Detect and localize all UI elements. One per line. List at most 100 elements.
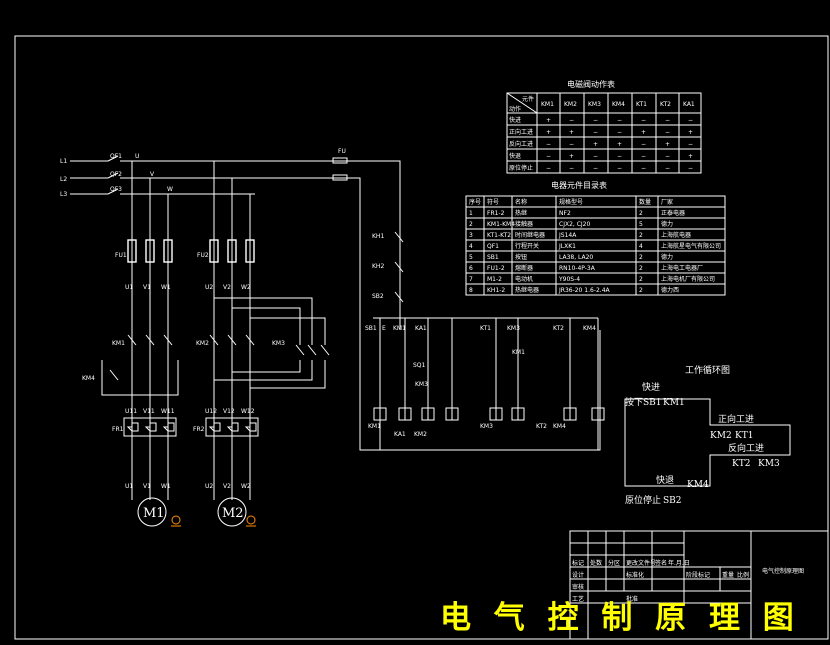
parts-cell-6-1: M1-2	[487, 276, 502, 283]
fuse-fu1-label: FU1	[115, 252, 127, 259]
parts-cell-3-3: JLXK1	[558, 243, 576, 250]
parts-cell-1-4: 5	[639, 221, 643, 228]
fuse-fu-label: FU	[338, 148, 346, 155]
m2-term-w: W2	[241, 284, 251, 291]
action-row-label-4: 原位停止	[509, 164, 533, 172]
line-label-l1: L1	[60, 158, 67, 165]
parts-cell-4-0: 5	[469, 254, 473, 261]
parts-cell-5-4: 2	[639, 265, 643, 272]
parts-cell-0-3: NF2	[559, 210, 571, 217]
ctrl-kh1: KH1	[372, 233, 384, 240]
parts-table-title: 电器元件目录表	[551, 180, 607, 190]
coil-km4: KM4	[553, 423, 566, 430]
tb-cell-13: 比例	[737, 571, 749, 579]
fuse-fu2-label: FU2	[197, 252, 209, 259]
m2-term-w12: W12	[241, 408, 255, 415]
action-cell-4-6: −	[688, 165, 693, 172]
parts-cell-2-1: KT1-KT2	[487, 232, 511, 239]
parts-cell-2-2: 时间继电器	[515, 231, 545, 239]
cycle-home-stop: 原位停止	[625, 494, 661, 506]
tb-cell-6: 设计	[572, 571, 584, 579]
cycle-fwd-work: 正向工进	[718, 413, 754, 425]
action-cell-1-4: +	[641, 129, 646, 136]
ctrl-km1-b: KM1	[512, 349, 525, 356]
m1-term-v: V1	[143, 284, 151, 291]
phase-w: W	[167, 186, 173, 193]
action-cell-1-1: +	[569, 129, 574, 136]
parts-cell-1-1: KM1-KM4	[487, 221, 515, 228]
parts-cell-7-1: KH1-2	[487, 287, 505, 294]
km2-power-label: KM2	[196, 340, 209, 347]
parts-cell-3-1: QF1	[487, 243, 499, 250]
parts-cell-5-5: 上海电工电器厂	[661, 264, 703, 272]
coil-kt2: KT2	[536, 423, 547, 430]
parts-cell-7-3: JR36-20 1.6-2.4A	[558, 287, 611, 294]
action-cell-3-0: −	[546, 153, 551, 160]
ctrl-km1: KM1	[393, 325, 406, 332]
action-cell-2-1: −	[569, 141, 574, 148]
action-cell-0-4: −	[641, 117, 646, 124]
parts-header-4: 数量	[639, 198, 651, 206]
action-cell-1-3: −	[617, 129, 622, 136]
m1-term-w-b: W1	[161, 483, 171, 490]
parts-header-3: 规格型号	[559, 198, 583, 206]
action-cell-3-6: +	[688, 153, 693, 160]
parts-cell-6-3: Y90S-4	[558, 276, 580, 283]
parts-cell-0-5: 正泰电器	[661, 209, 685, 217]
action-corner-top: 元件	[522, 95, 534, 103]
parts-cell-4-2: 按钮	[515, 253, 527, 261]
ctrl-e: E	[382, 325, 386, 332]
action-cell-4-5: −	[665, 165, 670, 172]
parts-cell-3-5: 上海航星电气有限公司	[661, 242, 721, 250]
parts-cell-4-4: 2	[639, 254, 643, 261]
tb-cell-5: 年.月.日	[668, 559, 690, 567]
action-cell-3-4: −	[641, 153, 646, 160]
action-cell-3-5: −	[665, 153, 670, 160]
action-cell-1-5: −	[665, 129, 670, 136]
action-cell-3-2: −	[593, 153, 598, 160]
coil-km2: KM2	[414, 431, 427, 438]
coil-km1: KM1	[368, 423, 381, 430]
parts-cell-0-0: 1	[469, 210, 473, 217]
cycle-km1: KM1	[663, 398, 685, 408]
parts-cell-3-2: 行程开关	[515, 242, 539, 250]
ctrl-kt1: KT1	[480, 325, 491, 332]
cycle-title: 工作循环图	[685, 364, 730, 376]
motor-m1	[137, 497, 167, 527]
motor-m2	[217, 497, 247, 527]
title-banner: 电 气 控 制 原 理 图	[440, 600, 800, 636]
action-cell-2-2: +	[593, 141, 598, 148]
tb-cell-4: 签名	[655, 559, 667, 567]
coil-km3: KM3	[480, 423, 493, 430]
ctrl-sb2: SB2	[372, 293, 384, 300]
tb-cell-3: 更改文件号	[626, 559, 656, 567]
parts-cell-7-4: 2	[639, 287, 643, 294]
parts-cell-3-0: 4	[469, 243, 473, 250]
parts-cell-2-0: 3	[469, 232, 473, 239]
action-cell-4-1: −	[569, 165, 574, 172]
m2-term-u12: U12	[205, 408, 217, 415]
m2-term-v12: V12	[223, 408, 235, 415]
relay-fr1: FR1	[112, 426, 124, 433]
phase-v: V	[150, 171, 155, 178]
power-circuit: L1 L2 L3 QF1 QF2 QF3 U V W FU FU	[60, 148, 360, 527]
cycle-fast-back: 快退	[656, 474, 674, 486]
line-label-l3: L3	[60, 191, 67, 198]
action-corner-bottom: 动作	[509, 105, 521, 113]
m2-term-u: U2	[205, 284, 213, 291]
tb-cell-0: 标记	[572, 559, 584, 567]
m1-term-u11: U11	[125, 408, 137, 415]
action-row-label-0: 快进	[509, 116, 521, 124]
parts-cell-0-2: 热继	[515, 209, 527, 217]
parts-cell-7-2: 热继电器	[515, 286, 539, 294]
tb-cell-9: 工艺	[572, 595, 584, 603]
action-header-3: KM4	[612, 101, 625, 108]
title-block-drawing-title: 电气控制原理图	[762, 567, 804, 575]
parts-cell-5-3: RN10-4P-3A	[559, 265, 596, 272]
ctrl-km3: KM3	[507, 325, 520, 332]
motor-m1-label: M1	[143, 506, 165, 521]
line-label-l2: L2	[60, 176, 67, 183]
cycle-rev-work: 反向工进	[728, 442, 764, 454]
cycle-sb2: SB2	[663, 496, 682, 506]
